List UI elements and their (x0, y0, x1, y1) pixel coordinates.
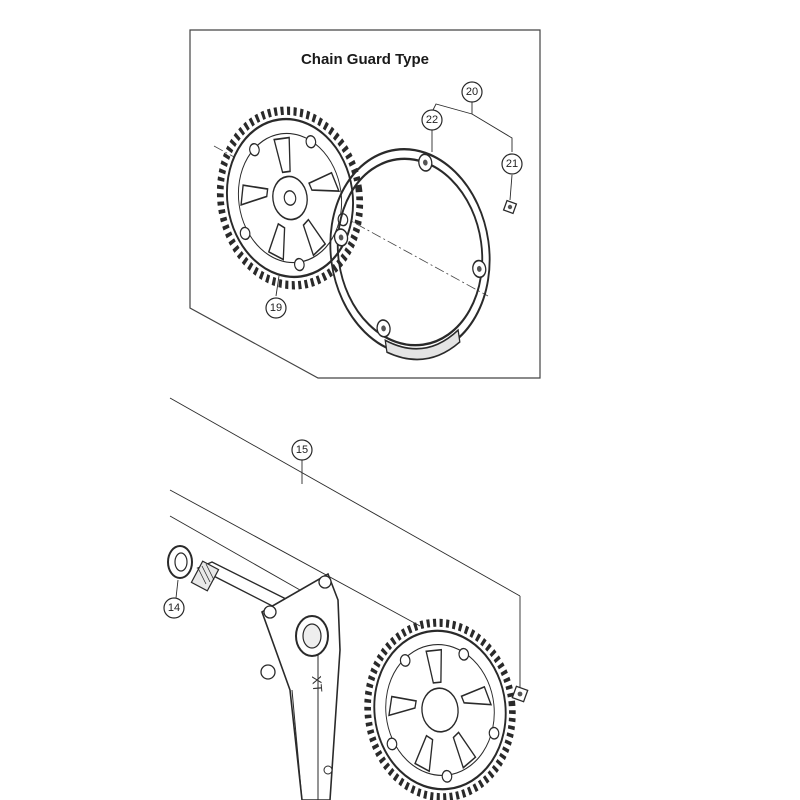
svg-text:20: 20 (466, 86, 478, 98)
callout-14: 14 (163, 597, 185, 619)
bolt-21 (502, 199, 518, 215)
inset-title: Chain Guard Type (301, 51, 429, 68)
chain-guard-inset: Chain Guard Type (189, 29, 541, 379)
chainring-main (364, 618, 516, 800)
svg-text:19: 19 (270, 302, 282, 314)
leader-19 (275, 275, 280, 297)
washer-14 (167, 545, 193, 579)
svg-text:22: 22 (426, 114, 438, 126)
svg-text:21: 21 (506, 158, 518, 170)
crank-logo-text: XT (309, 675, 325, 693)
svg-text:15: 15 (296, 444, 308, 456)
callout-22: 22 (421, 109, 443, 131)
callout-20: 20 (461, 81, 483, 103)
crankset-assembly: 15 14 (163, 397, 529, 800)
crank-arm: XT (260, 572, 341, 800)
leader-21 (509, 174, 513, 201)
leader-20-right (471, 113, 513, 152)
callout-15: 15 (291, 439, 313, 461)
leader-20-left (431, 103, 473, 115)
inset-axis-line (213, 145, 489, 297)
svg-text:14: 14 (168, 602, 180, 614)
inset-frame (189, 29, 541, 379)
assembly-line-top (169, 397, 521, 597)
chain-guard-22 (329, 148, 491, 361)
leader-14 (175, 579, 179, 599)
chainring-19 (216, 106, 364, 290)
chainring-bolt (511, 685, 529, 703)
callout-19: 19 (265, 297, 287, 319)
assembly-line-mid (169, 489, 421, 627)
assembly-line-low (169, 515, 301, 591)
callout-21: 21 (501, 153, 523, 175)
